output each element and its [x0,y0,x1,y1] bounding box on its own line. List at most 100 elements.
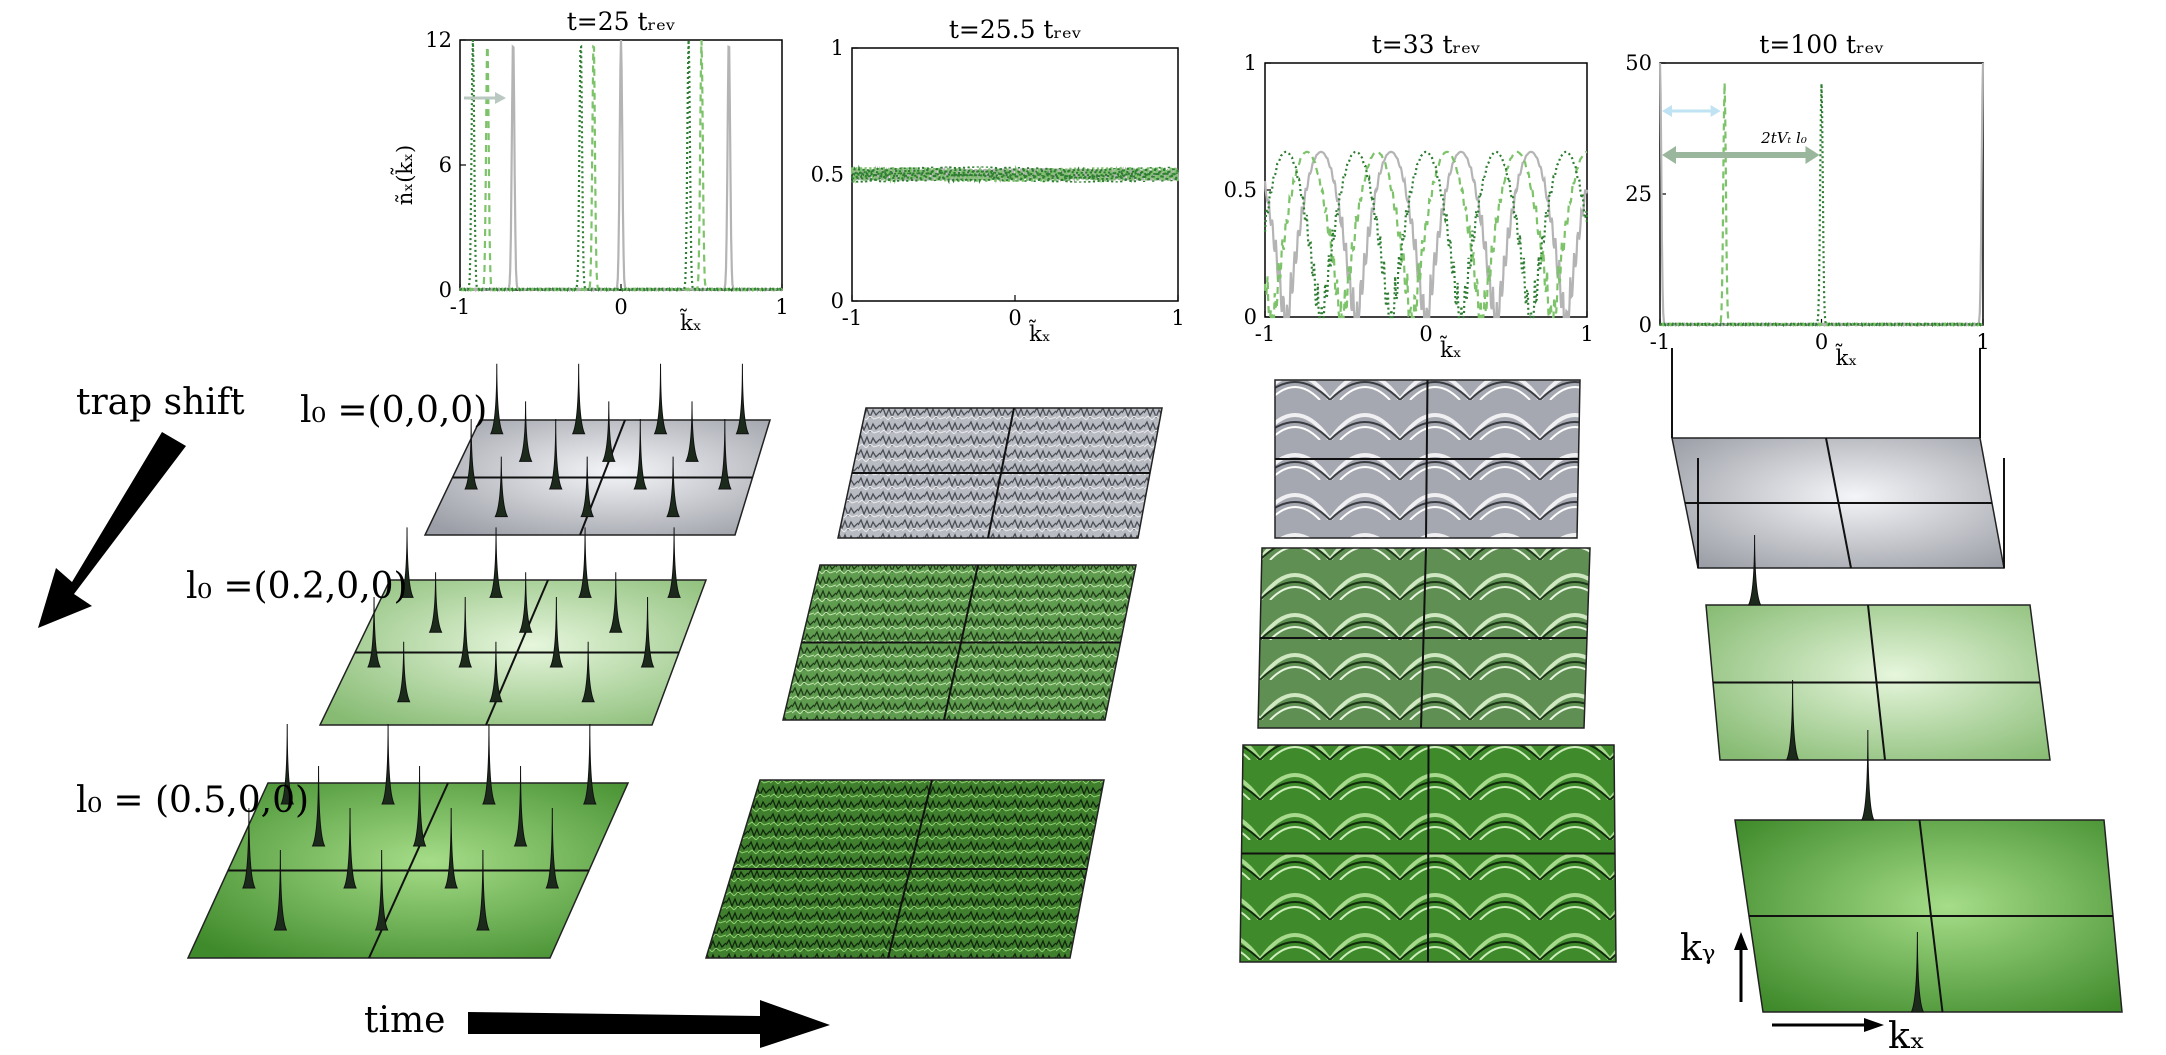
x-tick-label: -1 [1650,330,1670,354]
surface-grid [186,348,2123,1013]
time-arrow [468,1000,830,1048]
surface-spike [412,765,427,847]
x-axis-label: k̃ₓ [680,308,702,335]
surface-spike [1785,679,1800,761]
surface-spike [476,849,490,931]
surface-spike [311,765,326,847]
surface-spike [381,723,395,805]
shift-arrowhead-icon [495,92,506,104]
panel-title: t=25.5 tᵣₑᵥ [949,15,1081,44]
surface-spike [482,723,496,805]
surface-spike [583,723,597,805]
surface-spike [280,723,295,805]
series-line-solid-gray [459,39,783,293]
panel-frame [1264,62,1588,318]
trap-shift-label: trap shift [76,382,245,423]
surface-spike [242,807,256,889]
x-tick-label: 1 [775,295,788,319]
kx-label: kₓ [1888,1016,1925,1055]
surface-spike [1910,931,1925,1013]
surface-spike [548,418,563,490]
x-tick-label: -1 [1255,322,1275,346]
x-axis-label: k̃ₓ [1440,335,1462,362]
surface-spike [489,527,503,598]
surface-spike [494,456,509,518]
surface-spike [581,641,595,703]
surface-spike [458,596,473,668]
surface-c4-r2 [1705,534,2051,761]
series-line-dotted-darkgreen [850,164,1180,185]
x-tick-label: 1 [1976,330,1989,354]
panel-title: t=33 tᵣₑᵥ [1372,30,1480,59]
surface-spike [518,401,533,462]
y-tick-label: 1 [1244,51,1257,75]
surface-spike [1861,729,1875,821]
time-label: time [364,1000,445,1041]
surface-spike [518,572,533,633]
surface-spike [571,363,586,435]
surface-spike [513,765,528,847]
x-tick-label: 1 [1171,306,1184,330]
surface-spike [666,456,680,518]
panel-title: t=100 tᵣₑᵥ [1759,30,1883,59]
surface-spike [735,363,750,435]
y-tick-label: 0 [1244,305,1257,329]
surface-spike [464,418,478,490]
series-line-dotted-darkgreen [459,39,783,293]
surface-spike [653,363,668,435]
surface-c4-r3 [1734,729,2123,1013]
surface-c1-r1 [423,363,772,536]
surface-spike [374,849,389,931]
x-tick-label: 0 [1815,330,1828,354]
surface-spike [343,807,357,889]
surface-spike [640,596,655,668]
surface-spike [444,807,458,889]
y-axis-label: ñₓ(k̃ₓ) [390,145,417,205]
y-tick-label: 50 [1625,51,1652,75]
surface-spike [685,401,699,462]
surface-spike [608,572,623,633]
ky-arrowhead-icon [1734,932,1748,950]
y-tick-label: 0 [831,289,844,313]
surface-spike [545,807,560,889]
x-tick-label: 0 [1419,322,1432,346]
surface-c2-r1 [837,407,1163,539]
surface-spike [489,363,504,435]
y-tick-label: 0 [1639,313,1652,337]
row-label-l0-000: l₀ =(0,0,0) [300,390,487,431]
panel-title: t=25 tᵣₑᵥ [567,7,675,36]
surface-c3-r2 [1257,547,1591,729]
shift-arrowhead-left-green-icon [1662,146,1676,164]
surface-c3-r1 [1274,379,1581,539]
x-tick-label: 1 [1580,322,1593,346]
surface-spike [580,456,595,518]
row-label-l0-050: l₀ = (0.5,0,0) [76,780,309,821]
series-line-dotted-darkgreen [1263,150,1589,319]
surface-c1-r2 [318,527,708,726]
surface-spike [549,596,564,668]
surface-spike [489,641,503,703]
surface-spike [633,418,648,490]
series-line-solid-gray [1263,150,1589,319]
surface-c2-r2 [782,564,1137,721]
surface-spike [400,527,414,598]
y-tick-label: 25 [1625,182,1652,206]
x-tick-label: 0 [614,295,627,319]
y-tick-label: 12 [425,28,452,52]
surface-c1-r3 [186,723,630,959]
surface-spike [273,849,288,931]
shift-annotation: 2tVₜ l₀ [1760,129,1807,147]
surface-c2-r3 [704,779,1105,959]
surface-spike [1747,534,1762,606]
shift-arrowhead-left-icon [1662,105,1672,117]
x-tick-label: -1 [450,295,470,319]
ky-label: kᵧ [1680,928,1715,969]
shift-arrowhead-right-green-icon [1805,146,1820,164]
y-tick-label: 0.5 [811,163,844,187]
x-tick-label: -1 [842,306,862,330]
